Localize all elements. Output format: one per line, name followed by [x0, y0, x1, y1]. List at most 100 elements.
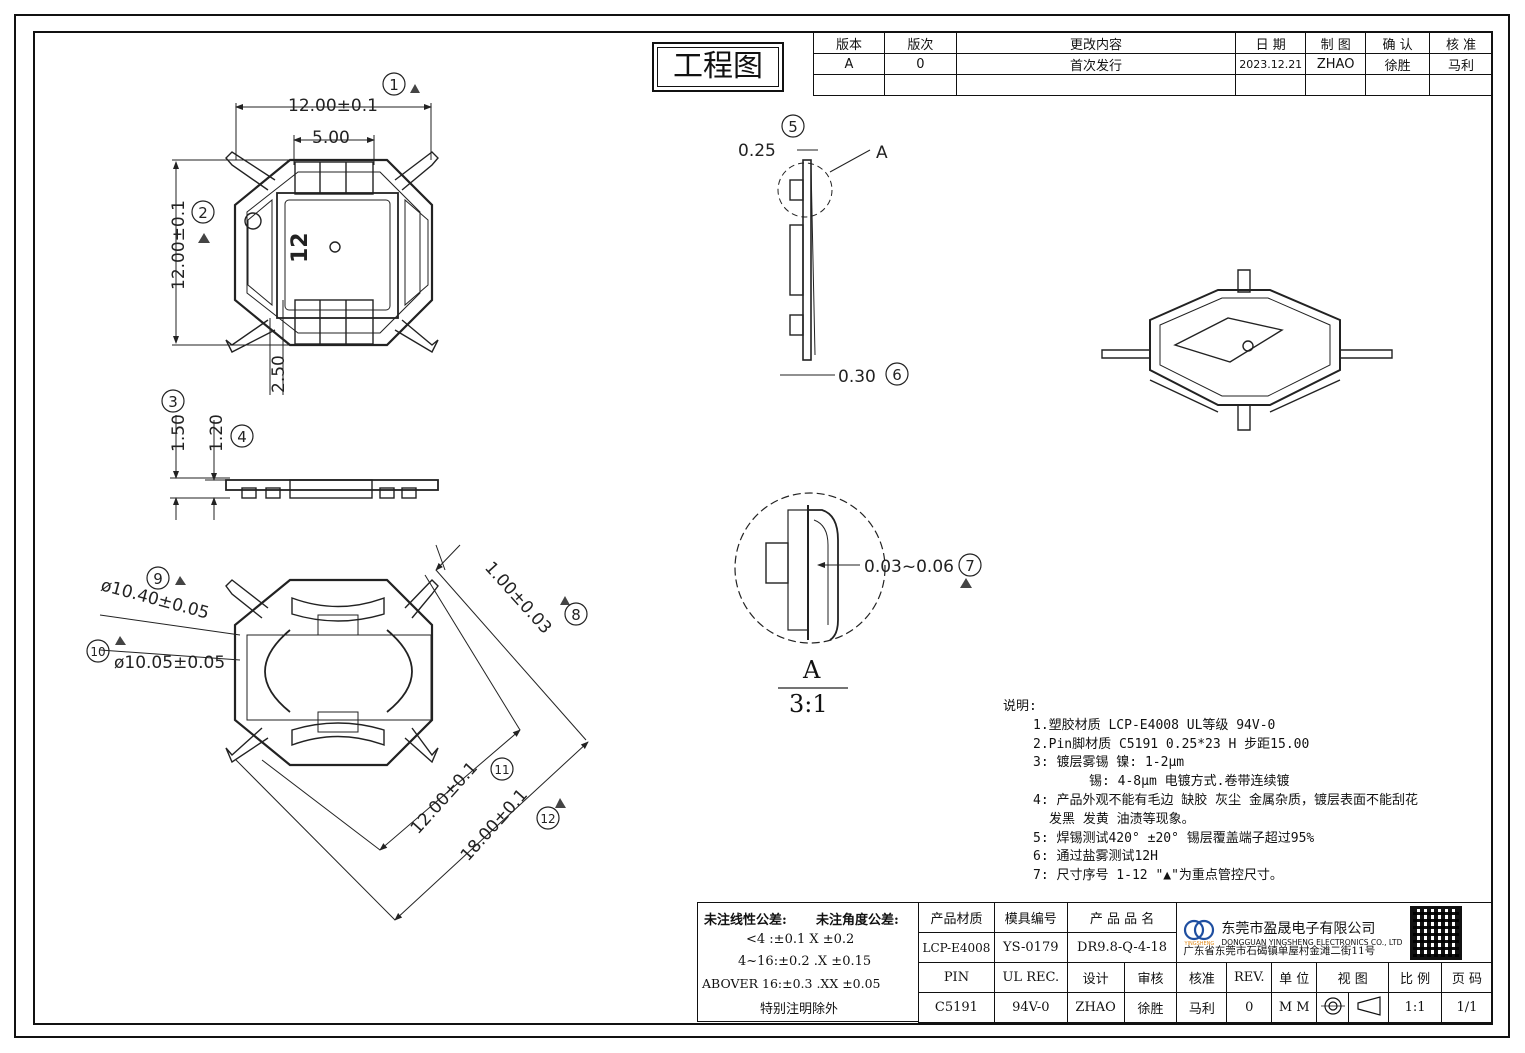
- dim-height: 12.00±0.1: [169, 200, 189, 290]
- note-line: 发黑 发黄 油渍等现象。: [1049, 811, 1195, 827]
- tb-unit: M M: [1271, 992, 1318, 1023]
- dim-1200b: 12.00±0.1: [407, 758, 482, 838]
- key-triangles: [115, 84, 972, 808]
- marker-8: 8: [571, 606, 581, 624]
- dim-120: 1.20: [207, 414, 227, 452]
- marker-4: 4: [237, 428, 247, 446]
- dim-section-a: A: [876, 143, 888, 163]
- dim-003: 0.03~0.06: [864, 557, 954, 577]
- tolerance-row: ABOVER 16:±0.3 .XX ±0.05: [702, 976, 881, 991]
- projection-circle-icon: [1316, 992, 1350, 1023]
- rev-header-change: 更改内容: [955, 32, 1237, 54]
- revision-row: A 0 首次发行 2023.12.21 ZHAO 徐胜 马利: [813, 53, 1493, 75]
- tb-mold: YS-0179: [993, 932, 1068, 963]
- rev-cell: ZHAO: [1305, 53, 1367, 75]
- dim-250: 2.50: [269, 355, 289, 393]
- notes-heading: 说明:: [1003, 699, 1037, 714]
- dim-030: 0.30: [838, 367, 876, 387]
- marker-6: 6: [892, 366, 902, 384]
- top-view: [172, 103, 439, 395]
- qr-code-icon: [1410, 905, 1463, 960]
- note-line: 4: 产品外观不能有毛边 缺胶 灰尘 金属杂质，镀层表面不能刮花: [1033, 792, 1418, 808]
- drawing-border: [33, 31, 1493, 1025]
- marker-9: 9: [153, 570, 163, 588]
- marker-12: 12: [540, 812, 555, 826]
- company-name-en: DONGGUAN YINGSHENG ELECTRONICS CO., LTD: [1221, 938, 1403, 947]
- rev-cell: 首次发行: [955, 53, 1237, 75]
- marker-circles: [86, 72, 982, 830]
- tb-approve: 马利: [1176, 992, 1228, 1023]
- outer-frame: [14, 14, 1510, 1038]
- dim-100: 1.00±0.03: [480, 558, 555, 638]
- tb-page: 1/1: [1441, 992, 1493, 1023]
- note-line: 5: 焊锡测试420° ±20° 锡层覆盖端子超过95%: [1033, 830, 1315, 846]
- note-line: 锡: 4-8μm 电镀方式.卷带连续镀: [1089, 774, 1290, 790]
- rev-cell: A: [813, 53, 885, 75]
- tolerance-row: 4~16:±0.2 .X ±0.15: [738, 954, 872, 969]
- marker-5: 5: [788, 118, 798, 136]
- part-number-mark: 12: [288, 232, 313, 263]
- tb-header-page: 页 码: [1441, 962, 1493, 993]
- rev-cell: [955, 74, 1237, 96]
- tb-pin: C5191: [918, 992, 995, 1023]
- revision-table: 版本 版次 更改内容 日 期 制 图 确 认 核 准 A 0 首次发行 2023…: [813, 32, 1493, 96]
- tolerance-row: <4 :±0.1 X ±0.2: [746, 932, 855, 947]
- rev-header-version: 版本: [813, 32, 885, 54]
- tolerance-row: 特别注明除外: [760, 1002, 839, 1017]
- first-angle-circle-icon: [1320, 996, 1345, 1015]
- tb-header-view: 视 图: [1316, 962, 1390, 993]
- rev-cell: [813, 74, 885, 96]
- detail-a: [734, 492, 886, 689]
- tb-header-material: 产品材质: [918, 902, 995, 933]
- tb-material: LCP-E4008: [918, 932, 995, 963]
- tb-header-mold: 模具编号: [993, 902, 1068, 933]
- bottom-view: [99, 544, 589, 921]
- tb-company-cell: YINGSHENG 东莞市盈晟电子有限公司 DONGGUAN YINGSHENG…: [1176, 902, 1493, 963]
- notes-block: 说明: 1.塑胶材质 LCP-E4008 UL等级 94V-0 2.Pin脚材质…: [1003, 698, 1418, 886]
- marker-10: 10: [90, 645, 105, 659]
- title-badge: 工程图: [652, 42, 784, 92]
- isometric-view: [1101, 269, 1393, 431]
- note-line: 2.Pin脚材质 C5191 0.25*23 H 步距15.00: [1033, 736, 1310, 752]
- tb-header-ul: UL REC.: [993, 962, 1068, 993]
- title-block-row: 产品材质 模具编号 产 品 品 名 YINGSHENG 东莞市盈晟电子有限公司 …: [918, 902, 1493, 963]
- title-block-row: PIN UL REC. 设计 审核 核准 REV. 单 位 视 图 比 例 页 …: [918, 962, 1493, 993]
- note-line: 3: 镀层雾锡 镍: 1-2μm: [1033, 755, 1185, 771]
- tb-header-review: 审核: [1123, 962, 1178, 993]
- front-view: [170, 415, 439, 520]
- tolerance-box: 未注线性公差: 未注角度公差: <4 :±0.1 X ±0.2 4~16:±0.…: [697, 902, 919, 1022]
- detail-scale: 3:1: [789, 690, 828, 718]
- note-line: 1.塑胶材质 LCP-E4008 UL等级 94V-0: [1033, 717, 1276, 733]
- tb-header-name: 产 品 品 名: [1066, 902, 1178, 933]
- tb-name: DR9.8-Q-4-18: [1066, 932, 1178, 963]
- dim-025: 0.25: [738, 141, 776, 161]
- rev-cell: 马利: [1429, 53, 1493, 75]
- tb-rev: 0: [1226, 992, 1273, 1023]
- dim-1800: 18.00±0.1: [457, 785, 532, 865]
- tb-design: ZHAO: [1066, 992, 1125, 1023]
- first-angle-cone-icon: [1357, 995, 1381, 1016]
- marker-2: 2: [198, 204, 208, 222]
- rev-cell: 2023.12.21: [1235, 53, 1307, 75]
- marker-1: 1: [389, 76, 399, 94]
- detail-label: A: [802, 656, 821, 684]
- company-address: 广东省东莞市石碣镇单屋村金滩二街11号: [1183, 945, 1376, 957]
- tolerance-angle-title: 未注角度公差:: [816, 913, 899, 928]
- rev-cell: [1429, 74, 1493, 96]
- projection-cone-icon: [1348, 992, 1390, 1023]
- marker-numbers: 1 2 3 4 5 6 7 8 9 10 11 12: [90, 76, 974, 826]
- company-logo: YINGSHENG: [1183, 919, 1215, 947]
- tb-scale: 1:1: [1388, 992, 1442, 1023]
- tb-review: 徐胜: [1123, 992, 1178, 1023]
- marker-11: 11: [494, 763, 509, 777]
- marker-3: 3: [168, 393, 178, 411]
- tb-header-design: 设计: [1066, 962, 1125, 993]
- title-block: 产品材质 模具编号 产 品 品 名 YINGSHENG 东莞市盈晟电子有限公司 …: [918, 902, 1493, 1023]
- rev-header-approve: 核 准: [1429, 32, 1493, 54]
- title-block-row: C5191 94V-0 ZHAO 徐胜 马利 0 M M 1:1 1/1: [918, 992, 1493, 1023]
- rev-cell: [1235, 74, 1307, 96]
- dim-top-width: 12.00±0.1: [288, 96, 378, 116]
- dim-inner-width: 5.00: [312, 128, 350, 148]
- tb-ul: 94V-0: [993, 992, 1068, 1023]
